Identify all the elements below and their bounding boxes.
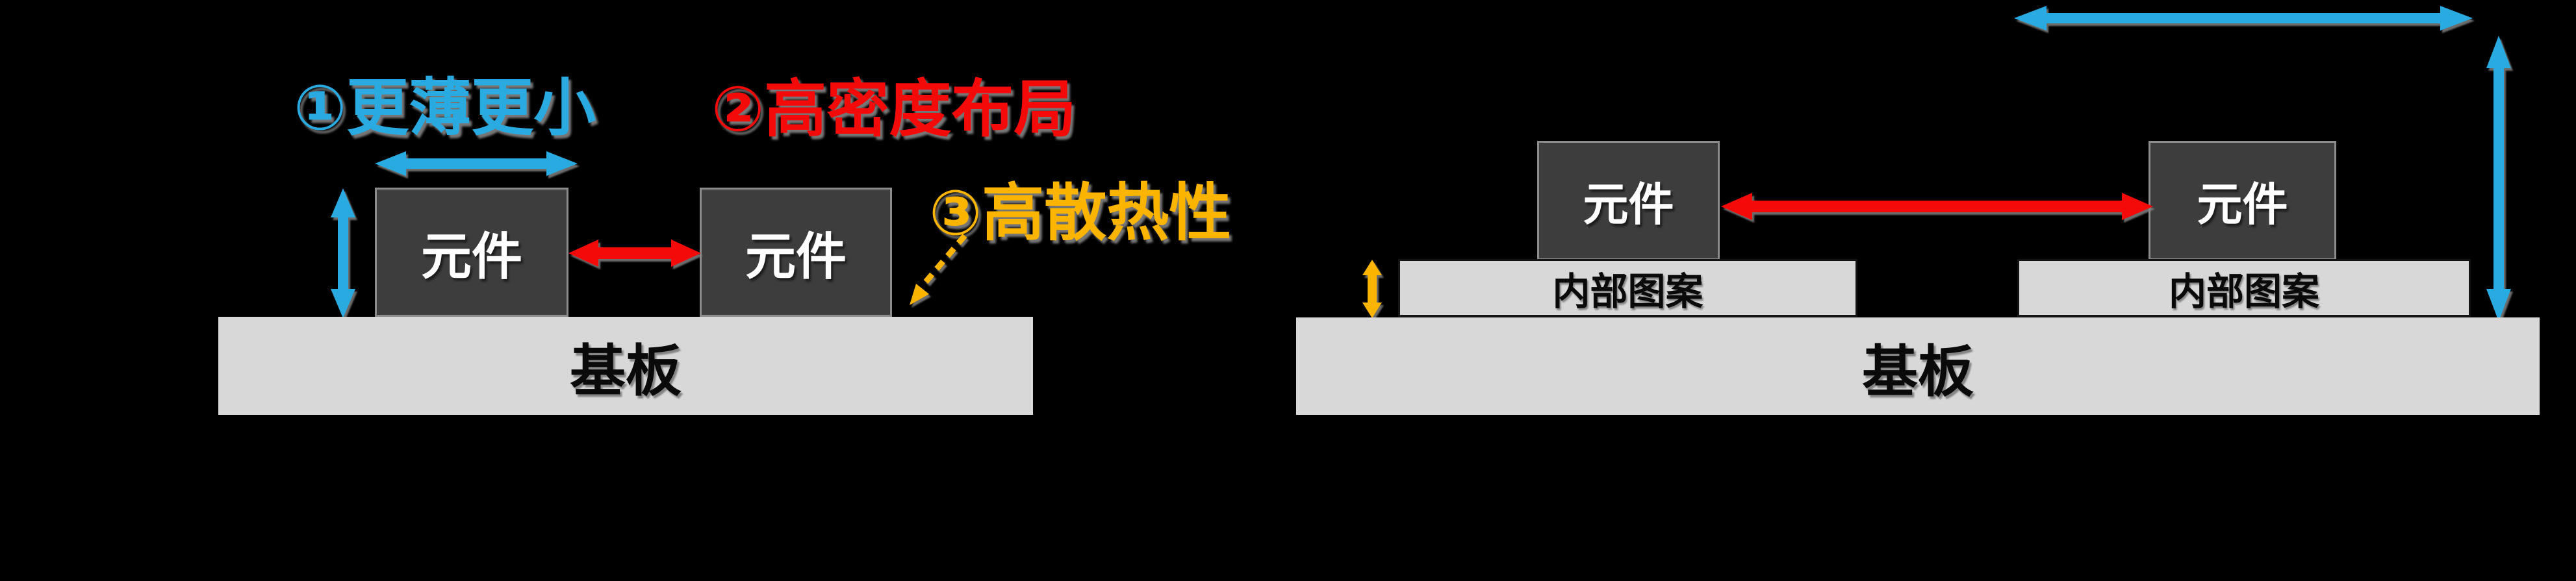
- component-gap-arrow-icon: [1721, 193, 2153, 220]
- component-gap-arrow-icon: [568, 240, 701, 267]
- component-box: 元件: [700, 188, 892, 317]
- inner-pattern-label: 内部图案: [1552, 270, 1703, 313]
- total-height-arrow-icon: [2486, 36, 2511, 321]
- pattern-width-arrow-icon: [2014, 6, 2473, 31]
- inner-pattern-bar: 内部图案: [1398, 259, 1857, 317]
- component-box: 元件: [2149, 141, 2336, 260]
- inner-pattern-bar: 内部图案: [2017, 259, 2471, 317]
- substrate-label: 基板: [1862, 340, 1974, 403]
- component-label: 元件: [420, 227, 522, 285]
- component-box: 元件: [375, 188, 568, 317]
- annotation-high-density: ②高密度布局: [711, 75, 1077, 144]
- substrate-label: 基板: [570, 340, 682, 402]
- component-box: 元件: [1537, 141, 1720, 260]
- heat-path-arrow-icon: [910, 234, 967, 305]
- annotation-high-heat-dissipation: ③高散热性: [929, 179, 1232, 248]
- component-height-arrow-icon: [331, 188, 355, 318]
- pattern-height-arrow-icon: [1362, 260, 1382, 318]
- component-label: 元件: [1583, 179, 1674, 230]
- annotation-thinner-smaller: ①更薄更小: [294, 73, 596, 143]
- inner-pattern-label: 内部图案: [2168, 270, 2319, 313]
- component-label: 元件: [2197, 179, 2288, 230]
- component-width-arrow-icon: [375, 151, 578, 176]
- substrate: 基板: [218, 317, 1033, 415]
- component-label: 元件: [745, 227, 847, 285]
- substrate: 基板: [1296, 317, 2540, 415]
